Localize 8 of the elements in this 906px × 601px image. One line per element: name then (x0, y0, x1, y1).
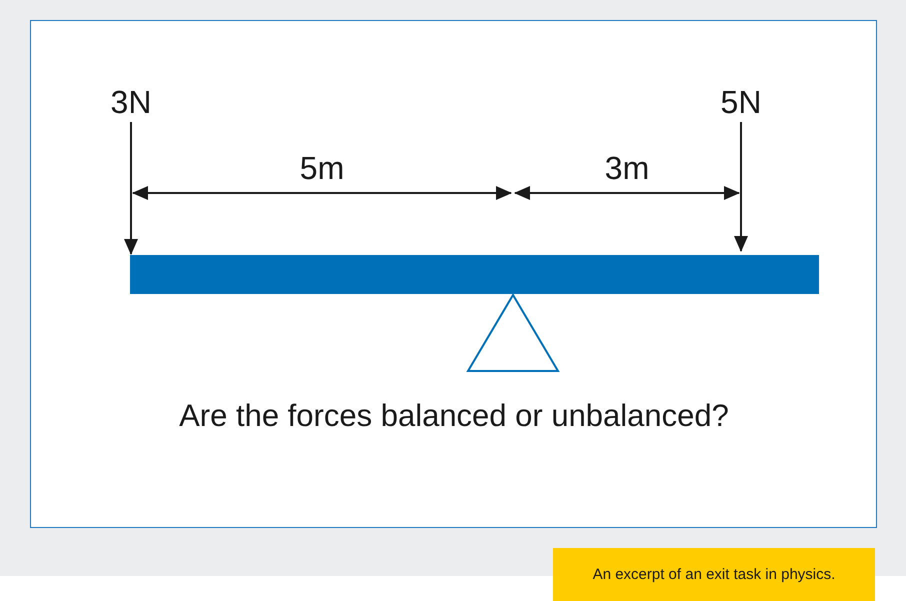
dimension-label: 3m (604, 152, 650, 184)
force-label: 3N (110, 86, 152, 118)
question-text: Are the forces balanced or unbalanced? (179, 400, 729, 431)
force-label: 5N (720, 86, 762, 118)
fulcrum-triangle (466, 293, 560, 372)
caption-text: An excerpt of an exit task in physics. (553, 548, 875, 601)
lever-beam (130, 255, 819, 294)
dimension-label: 5m (300, 152, 344, 184)
